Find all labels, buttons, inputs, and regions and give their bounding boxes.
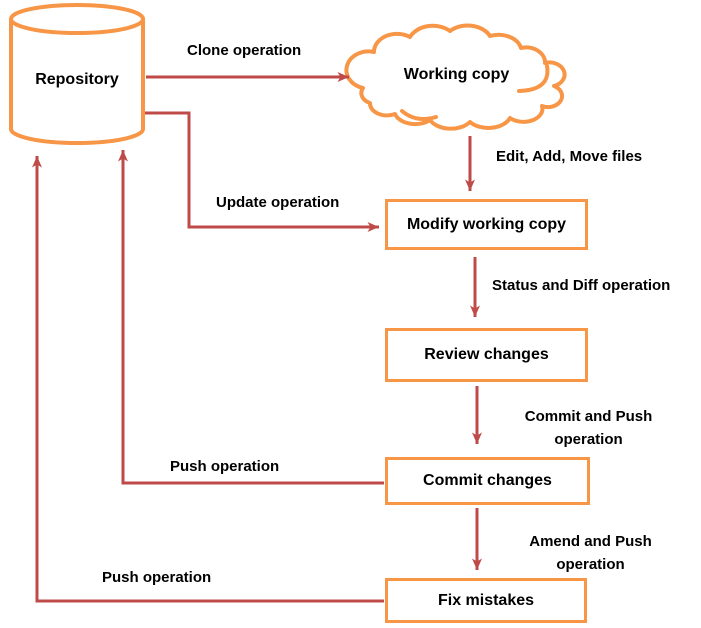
arrow-update-operation [145,111,379,232]
node-review-changes: Review changes [385,328,588,382]
cylinder-body [9,17,145,145]
node-fix-mistakes-label: Fix mistakes [437,591,535,609]
repository-cylinder-shape [9,3,145,145]
edge-label-edit-add-move-files: Edit, Add, Move files [496,148,643,165]
cloud-inner-arc-right [517,64,550,93]
node-repository-label: Repository [35,71,119,88]
node-fix-mistakes: Fix mistakes [385,578,587,623]
edge-label-commit-and-push-operation: Commit and Push operation [524,408,653,448]
node-modify-working-copy-label: Modify working copy [406,215,567,233]
cloud-outline [344,23,567,131]
cylinder-top [9,3,145,35]
working-copy-cloud-shape [344,23,567,131]
cloud-inner-arc-bottom [400,109,438,121]
edge-label-push-operation-from-commit: Push operation [170,458,280,475]
node-commit-changes: Commit changes [385,457,590,505]
edge-label-update-operation: Update operation [216,194,340,211]
arrow-push-operation-from-fix [32,156,384,603]
edge-label-amend-and-push-operation: Amend and Push operation [529,533,652,573]
node-modify-working-copy: Modify working copy [385,199,588,250]
node-commit-changes-label: Commit changes [423,472,552,489]
edge-label-clone-operation: Clone operation [187,42,302,59]
edge-label-push-operation-from-fix: Push operation [102,569,212,586]
arrow-push-operation-from-commit [118,150,384,485]
node-review-changes-label: Review changes [424,346,549,363]
edge-label-status-and-diff-operation: Status and Diff operation [492,277,671,294]
node-working-copy-label: Working copy [403,66,510,83]
